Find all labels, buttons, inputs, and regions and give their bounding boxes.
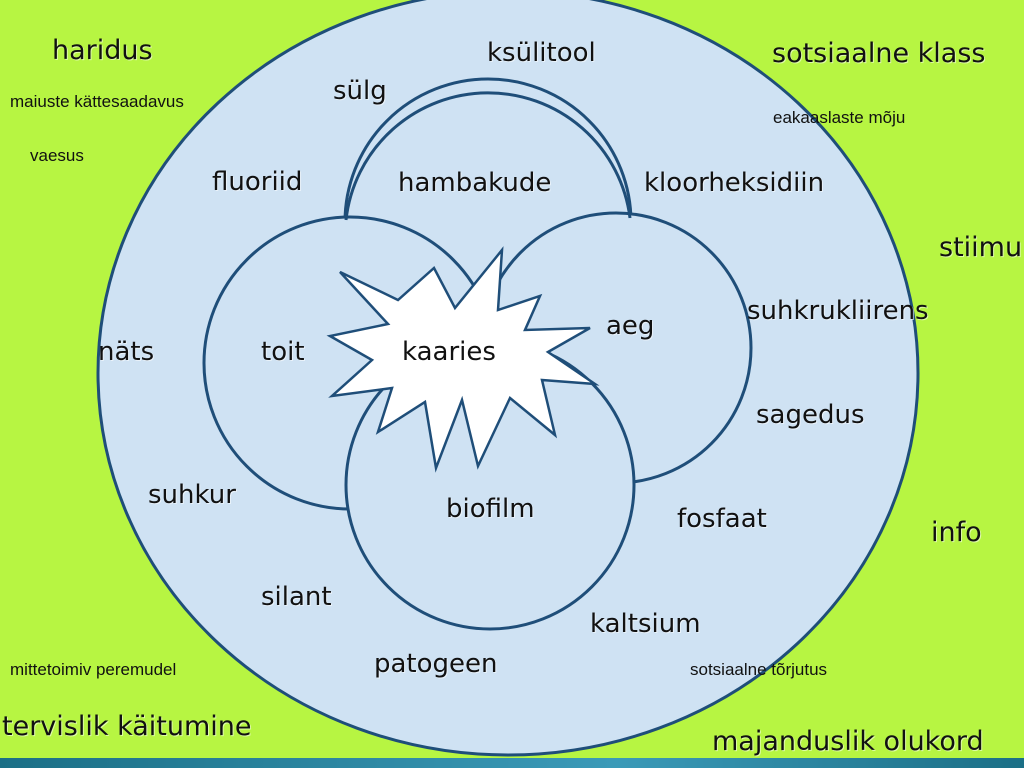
label-ksylitool: ksülitool: [487, 38, 596, 68]
label-sotsiaalne-torjutus: sotsiaalne tõrjutus: [690, 660, 828, 679]
label-fosfaat: fosfaat: [677, 504, 767, 534]
label-biofilm: biofilm: [446, 494, 535, 524]
label-patogeen: patogeen: [374, 649, 498, 679]
star-burst: [326, 246, 600, 473]
bottom-bar: [0, 758, 1024, 768]
label-maiuste-kattesaadavus: maiuste kättesaadavus: [10, 92, 184, 111]
label-kloorheksidiin: kloorheksidiin: [644, 168, 825, 198]
label-suhkur: suhkur: [148, 480, 236, 510]
label-fluoriid: fluoriid: [212, 167, 303, 197]
label-info: info: [931, 517, 982, 548]
label-suhkrukliirens: suhkrukliirens: [747, 296, 929, 326]
label-sylg: sülg: [333, 76, 387, 106]
label-eakaaslaste-moju: eakaaslaste mõju: [773, 108, 906, 127]
overlap-arc: [344, 91, 632, 221]
label-hambakude: hambakude: [398, 168, 552, 198]
label-majanduslik-olukord: majanduslik olukord: [712, 726, 984, 757]
label-sotsiaalne-klass: sotsiaalne klass: [772, 38, 986, 69]
label-sagedus: sagedus: [756, 400, 865, 430]
label-toit: toit: [261, 337, 305, 367]
label-aeg: aeg: [606, 311, 655, 341]
label-vaesus: vaesus: [30, 146, 84, 165]
label-kaltsium: kaltsium: [590, 609, 701, 639]
label-stiimul: stiimul: [939, 232, 1024, 263]
label-haridus: haridus: [52, 35, 153, 66]
label-nats: näts: [98, 337, 155, 367]
label-kaaries: kaaries: [402, 337, 496, 367]
label-silant: silant: [261, 582, 332, 612]
label-tervislik-kaitumine: tervislik käitumine: [2, 711, 252, 742]
label-mittetoimiv-peremudel: mittetoimiv peremudel: [10, 660, 177, 679]
